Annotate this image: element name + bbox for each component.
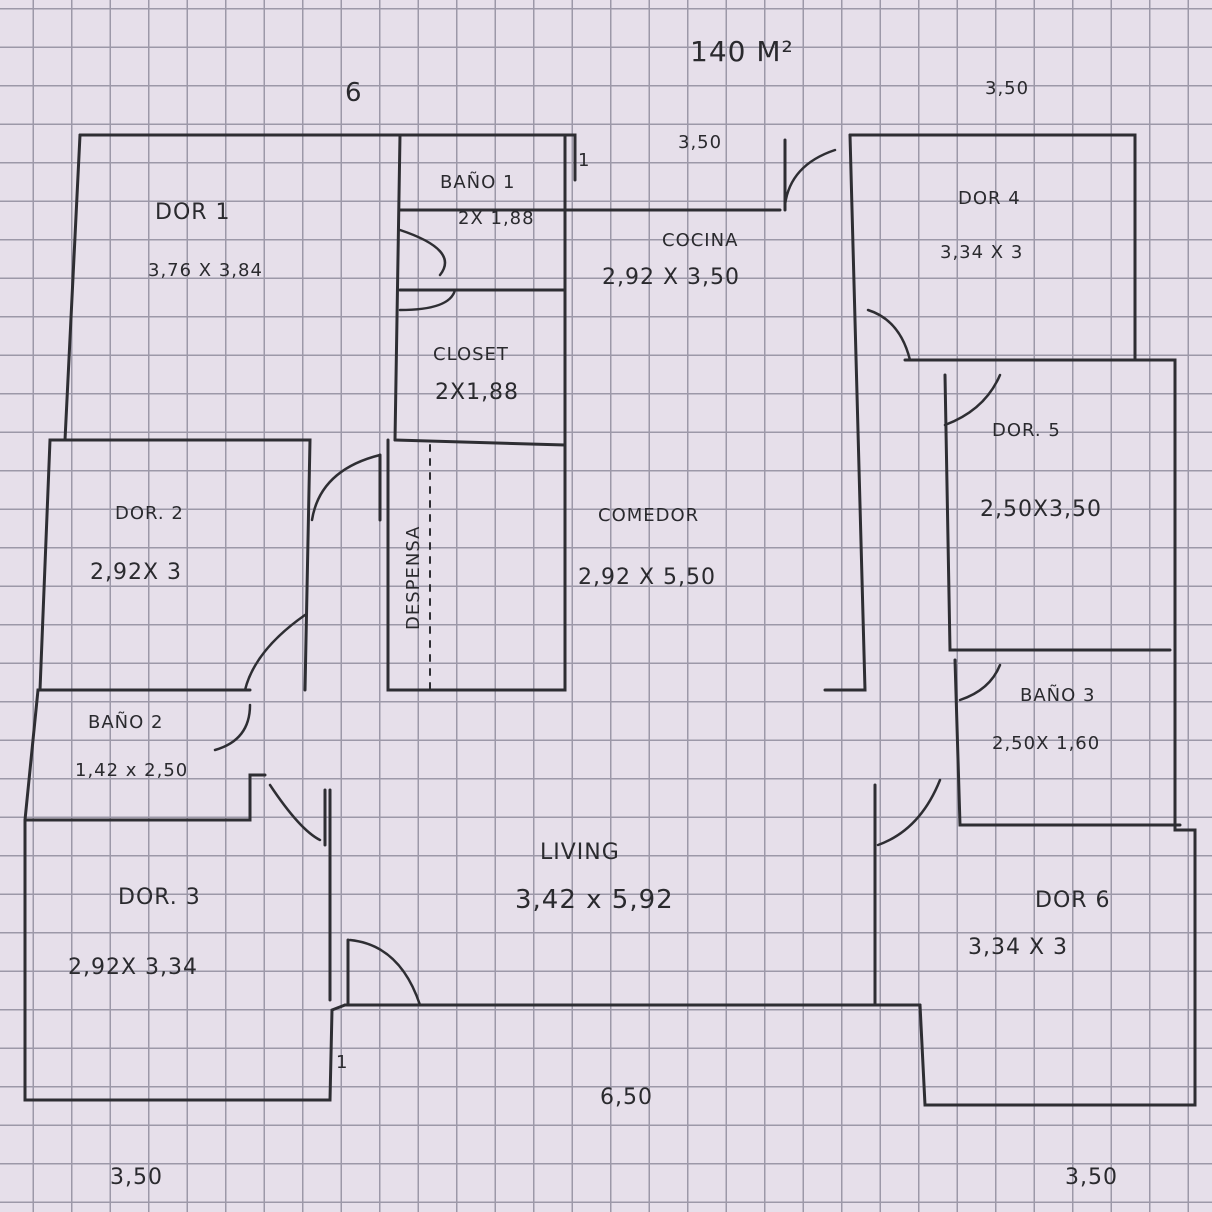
room-dor3-size: 2,92X 3,34 — [68, 955, 199, 980]
kitchen-door-arc — [783, 148, 837, 207]
room-bano3-size: 2,50X 1,60 — [992, 733, 1101, 754]
bano2-door-arc — [213, 703, 252, 752]
closet-door-arc — [398, 228, 447, 277]
room-dor3-name: DOR. 3 — [118, 885, 201, 910]
room-living-name: LIVING — [540, 840, 620, 865]
room-dor2-size: 2,92X 3 — [90, 560, 183, 585]
room-dor4-size: 3,34 X 3 — [940, 242, 1024, 263]
room-dor5-size: 2,50X3,50 — [980, 497, 1103, 522]
left-outer-wall — [23, 133, 347, 1102]
right-inner-wall — [823, 133, 867, 692]
dor6-door-arc — [876, 778, 942, 847]
room-comedor-name: COMEDOR — [598, 505, 700, 526]
despensa-wall — [386, 438, 567, 692]
room-dor1-name: DOR 1 — [155, 200, 231, 225]
room-bano2-name: BAÑO 2 — [88, 712, 164, 733]
total-area: 140 M² — [690, 35, 794, 68]
dor5-wall — [943, 373, 1172, 652]
room-dor6-size: 3,34 X 3 — [968, 935, 1069, 960]
dor3-door-arc — [268, 783, 322, 842]
room-closet-name: CLOSET — [433, 344, 509, 365]
room-dor6-name: DOR 6 — [1035, 888, 1111, 913]
marker-top: 1 — [578, 150, 591, 171]
dim-top-center: 3,50 — [678, 132, 723, 153]
bano2-wall — [23, 773, 267, 822]
dim-top-right: 3,50 — [985, 78, 1030, 99]
room-dor2-name: DOR. 2 — [115, 503, 184, 524]
dim-bottom-right: 3,50 — [1065, 1165, 1118, 1190]
closet-bottom-wall — [393, 438, 567, 447]
dim-bottom-center: 6,50 — [600, 1085, 653, 1110]
dor2-door-arc — [310, 453, 382, 522]
bano3-wall — [953, 658, 1182, 827]
room-despensa-name: DESPENSA — [403, 525, 424, 630]
right-wing-outline — [848, 133, 1197, 1107]
entry-door-arc — [348, 938, 422, 1007]
dim-top-left: 6 — [345, 78, 363, 108]
room-bano1-name: BAÑO 1 — [440, 172, 516, 193]
room-closet-size: 2X1,88 — [435, 380, 520, 405]
dim-bottom-left: 3,50 — [110, 1165, 163, 1190]
dor1-bottom-wall — [63, 438, 312, 692]
room-living-size: 3,42 x 5,92 — [515, 885, 674, 915]
closet-door-arc-2 — [398, 288, 462, 312]
room-dor4-name: DOR 4 — [958, 188, 1021, 209]
room-dor1-size: 3,76 X 3,84 — [148, 260, 263, 281]
bano3-door-arc — [958, 663, 1002, 702]
room-bano3-name: BAÑO 3 — [1020, 685, 1096, 706]
closet-left-wall — [393, 133, 402, 442]
door-arcs — [213, 148, 1002, 1007]
room-cocina-size: 2,92 X 3,50 — [602, 265, 741, 290]
dor4-door-arc — [866, 308, 912, 362]
room-comedor-size: 2,92 X 5,50 — [578, 565, 717, 590]
room-bano1-size: 2X 1,88 — [458, 208, 535, 229]
marker-bottom: 1 — [336, 1052, 349, 1073]
room-dor5-name: DOR. 5 — [992, 420, 1061, 441]
room-bano2-size: 1,42 x 2,50 — [75, 760, 189, 781]
left-wing-outline — [78, 133, 577, 182]
dor5-door-arc — [943, 373, 1002, 427]
dor2-lower-door-arc — [243, 613, 307, 692]
room-cocina-name: COCINA — [662, 230, 739, 251]
